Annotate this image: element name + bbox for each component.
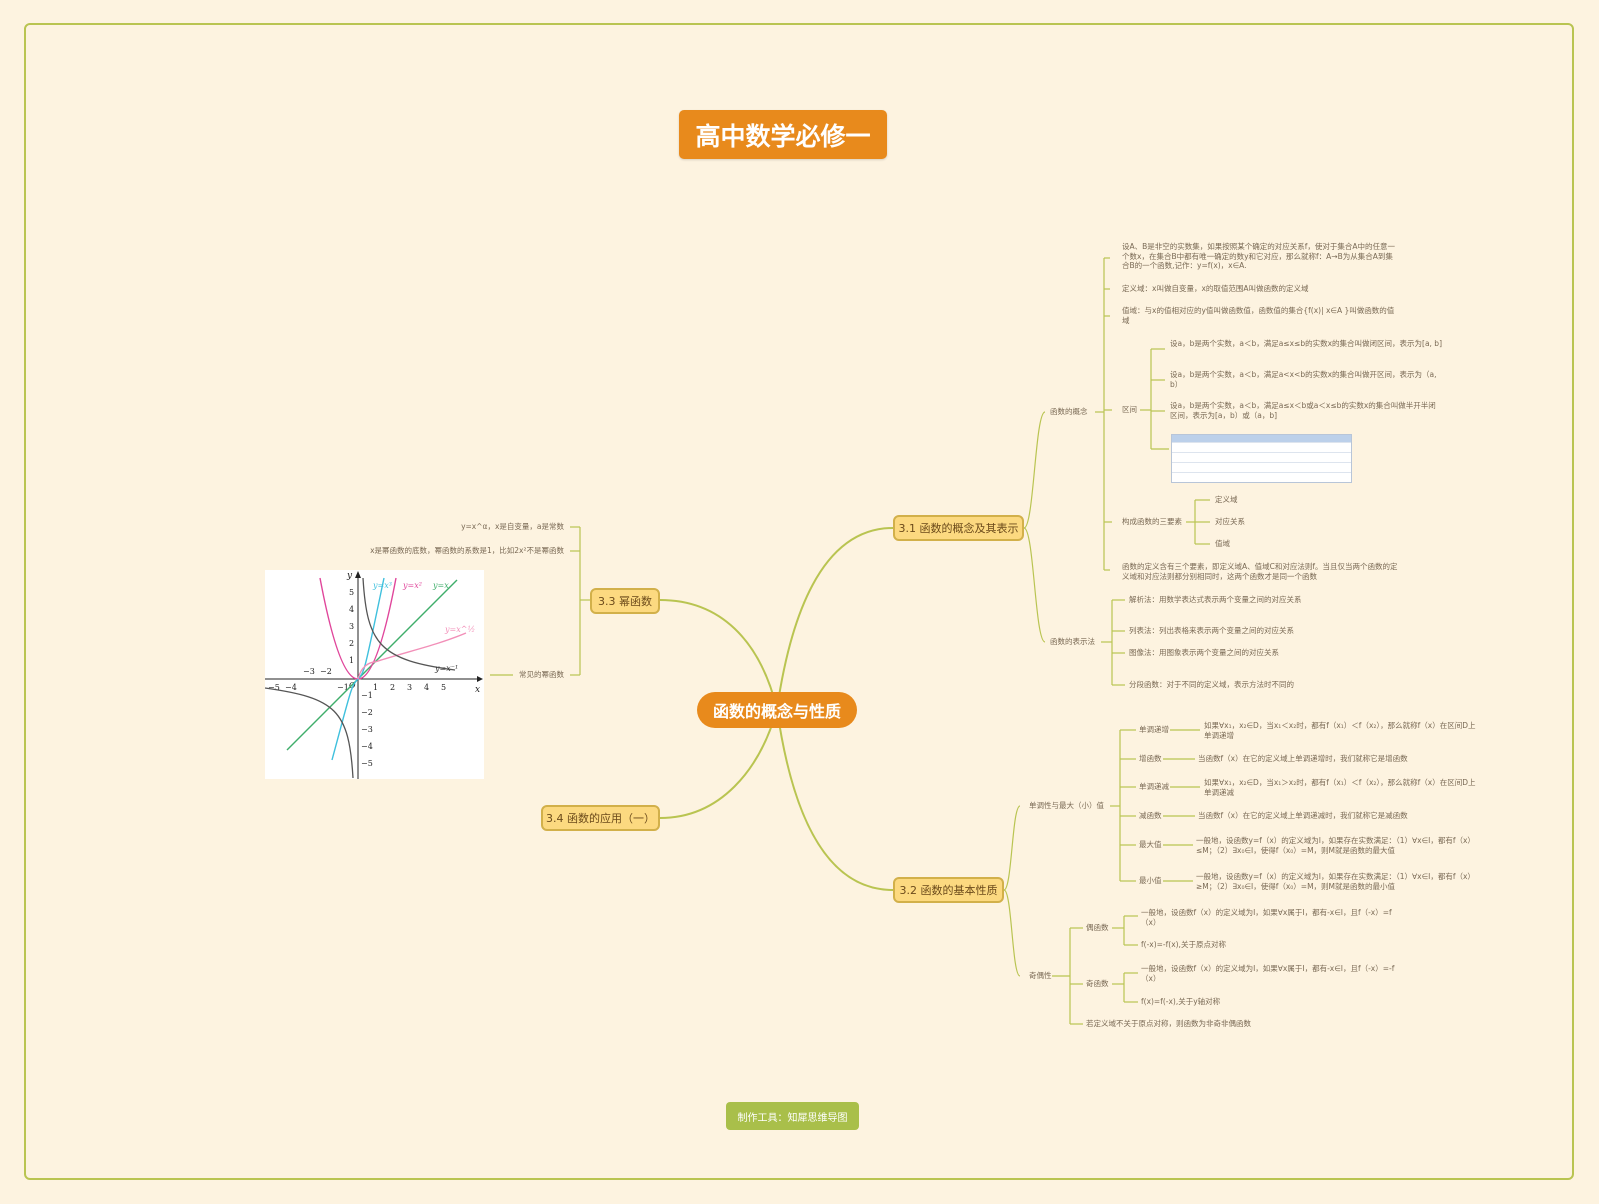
- even-function-symmetry[interactable]: f(-x)=-f(x),关于原点对称: [1141, 940, 1226, 949]
- interval-label[interactable]: 区间: [1122, 405, 1137, 414]
- y-axis-label: y: [346, 571, 353, 581]
- footer-badge[interactable]: 制作工具：知犀思维导图: [726, 1102, 859, 1130]
- y-tick-label: 1: [349, 656, 354, 665]
- decreasing-definition[interactable]: 如果∀x₁，x₂∈D，当x₁＞x₂时，都有f（x₁）＜f（x₂），那么就称f（x…: [1204, 778, 1476, 797]
- x-tick-label: −2: [320, 667, 332, 676]
- x-tick-label: −5: [268, 683, 280, 692]
- x-tick-label: −3: [303, 667, 315, 676]
- x-tick-label: −4: [285, 683, 297, 692]
- y-tick-label: −5: [361, 759, 373, 768]
- increasing-function-definition[interactable]: 当函数f（x）在它的定义域上单调递增时，我们就称它是增函数: [1198, 754, 1408, 763]
- parity-label[interactable]: 奇偶性: [1029, 971, 1052, 980]
- x-tick-label: 5: [441, 683, 446, 692]
- x-tick-label: 3: [407, 683, 412, 692]
- x-tick-label: −1: [337, 683, 349, 692]
- representation-item[interactable]: 分段函数：对于不同的定义域，表示方法时不同的: [1129, 680, 1294, 689]
- domain-definition[interactable]: 定义域：x叫做自变量，x的取值范围A叫做函数的定义域: [1122, 284, 1309, 293]
- curve-label: y=x²: [402, 581, 422, 590]
- curve-label: y=x³: [372, 581, 392, 590]
- y-tick-label: −2: [361, 708, 373, 717]
- representation-item[interactable]: 图像法：用图象表示两个变量之间的对应关系: [1129, 648, 1279, 657]
- y-axis-arrow-icon: [355, 571, 361, 578]
- power-function-graph[interactable]: x y O −5 −4 −3 −2 −1 1 2 3 4 5 5 4 3 2 1…: [264, 570, 484, 779]
- curve-label: y=x^½: [444, 625, 475, 634]
- y-tick-label: 2: [349, 639, 354, 648]
- three-element-item[interactable]: 对应关系: [1215, 517, 1245, 526]
- y-tick-label: 4: [349, 605, 354, 614]
- range-definition[interactable]: 值域：与x的值相对应的y值叫做函数值，函数值的集合{f(x)| x∈A }叫做函…: [1122, 306, 1395, 325]
- odd-function-symmetry[interactable]: f(x)=f(-x),关于y轴对称: [1141, 997, 1221, 1006]
- increasing-definition[interactable]: 如果∀x₁，x₂∈D，当x₁＜x₂时，都有f（x₁）＜f（x₂），那么就称f（x…: [1204, 721, 1476, 740]
- closed-interval[interactable]: 设a，b是两个实数，a＜b，满足a≤x≤b的实数x的集合叫做闭区间，表示为[a,…: [1170, 339, 1442, 348]
- curve-y-inverse: [264, 687, 354, 779]
- y-tick-label: −4: [361, 742, 373, 751]
- x-tick-label: 4: [424, 683, 429, 692]
- x-tick-label: 2: [390, 683, 395, 692]
- same-function-note[interactable]: 函数的定义含有三个要素，即定义域A、值域C和对应法则f。当且仅当两个函数的定义域…: [1122, 562, 1398, 581]
- representation-item[interactable]: 列表法：列出表格来表示两个变量之间的对应关系: [1129, 626, 1294, 635]
- concept-definition[interactable]: 设A、B是非空的实数集，如果按照某个确定的对应关系f，使对于集合A中的任意一个数…: [1122, 242, 1396, 270]
- y-tick-label: 3: [349, 622, 354, 631]
- curve-y-inverse: [362, 577, 456, 671]
- open-interval[interactable]: 设a，b是两个实数，a＜b，满足a<x<b的实数x的集合叫做开区间，表示为（a,…: [1170, 370, 1437, 389]
- three-element-item[interactable]: 定义域: [1215, 495, 1238, 504]
- curve-y-sqrt: [357, 632, 467, 680]
- monotonicity-label[interactable]: 单调性与最大（小）值: [1029, 801, 1104, 810]
- branch-3-3[interactable]: 3.3 幂函数: [590, 588, 660, 614]
- half-open-interval[interactable]: 设a，b是两个实数，a＜b，满足a≤x＜b或a＜x≤b的实数x的集合叫做半开半闭…: [1170, 401, 1436, 420]
- branch-3-2[interactable]: 3.2 函数的基本性质: [893, 877, 1004, 903]
- minimum-definition[interactable]: 一般地，设函数y=f（x）的定义域为I，如果存在实数满足：（1）∀x∈I，都有f…: [1196, 872, 1472, 891]
- even-function-label[interactable]: 偶函数: [1086, 923, 1109, 932]
- branch-3-1[interactable]: 3.1 函数的概念及其表示: [893, 515, 1024, 541]
- concept-label[interactable]: 函数的概念: [1050, 407, 1088, 416]
- branch-3-4[interactable]: 3.4 函数的应用（一）: [541, 805, 660, 831]
- odd-function-label[interactable]: 奇函数: [1086, 979, 1109, 988]
- decreasing-function-label[interactable]: 减函数: [1139, 811, 1162, 820]
- non-parity-note[interactable]: 若定义域不关于原点对称，则函数为非奇非偶函数: [1086, 1019, 1251, 1028]
- common-power-label[interactable]: 常见的幂函数: [519, 670, 564, 679]
- even-function-definition[interactable]: 一般地，设函数f（x）的定义域为I，如果∀x属于I，都有-x∈I，且f（-x）=…: [1141, 908, 1392, 927]
- three-element-item[interactable]: 值域: [1215, 539, 1230, 548]
- page-title: 高中数学必修一: [679, 110, 887, 159]
- curve-label: y=x: [432, 581, 449, 590]
- odd-function-definition[interactable]: 一般地，设函数f（x）的定义域为I，如果∀x属于I，都有-x∈I，且f（-x）=…: [1141, 964, 1395, 983]
- representation-label[interactable]: 函数的表示法: [1050, 637, 1095, 646]
- increasing-label[interactable]: 单调递增: [1139, 725, 1169, 734]
- power-definition[interactable]: y=x^α，x是自变量，a是常数: [461, 522, 564, 531]
- y-tick-label: −1: [361, 691, 373, 700]
- curve-label: y=x⁻¹: [434, 664, 458, 673]
- y-tick-label: −3: [361, 725, 373, 734]
- increasing-function-label[interactable]: 增函数: [1139, 754, 1162, 763]
- x-axis-label: x: [475, 685, 480, 695]
- x-tick-label: 1: [373, 683, 378, 692]
- power-note[interactable]: x是幂函数的底数，幂函数的系数是1，比如2x²不是幂函数: [370, 546, 564, 555]
- representation-item[interactable]: 解析法：用数学表达式表示两个变量之间的对应关系: [1129, 595, 1302, 604]
- x-axis-arrow-icon: [477, 676, 483, 682]
- root-topic[interactable]: 函数的概念与性质: [697, 692, 857, 728]
- decreasing-function-definition[interactable]: 当函数f（x）在它的定义域上单调递减时，我们就称它是减函数: [1198, 811, 1408, 820]
- y-tick-label: 5: [349, 588, 354, 597]
- mindmap-frame: [24, 23, 1574, 1180]
- three-elements-label[interactable]: 构成函数的三要素: [1122, 517, 1182, 526]
- decreasing-label[interactable]: 单调递减: [1139, 782, 1169, 791]
- interval-table-image[interactable]: [1171, 434, 1352, 483]
- maximum-definition[interactable]: 一般地，设函数y=f（x）的定义域为I，如果存在实数满足：（1）∀x∈I，都有f…: [1196, 836, 1472, 855]
- minimum-label[interactable]: 最小值: [1139, 876, 1162, 885]
- origin-label: O: [349, 681, 356, 690]
- maximum-label[interactable]: 最大值: [1139, 840, 1162, 849]
